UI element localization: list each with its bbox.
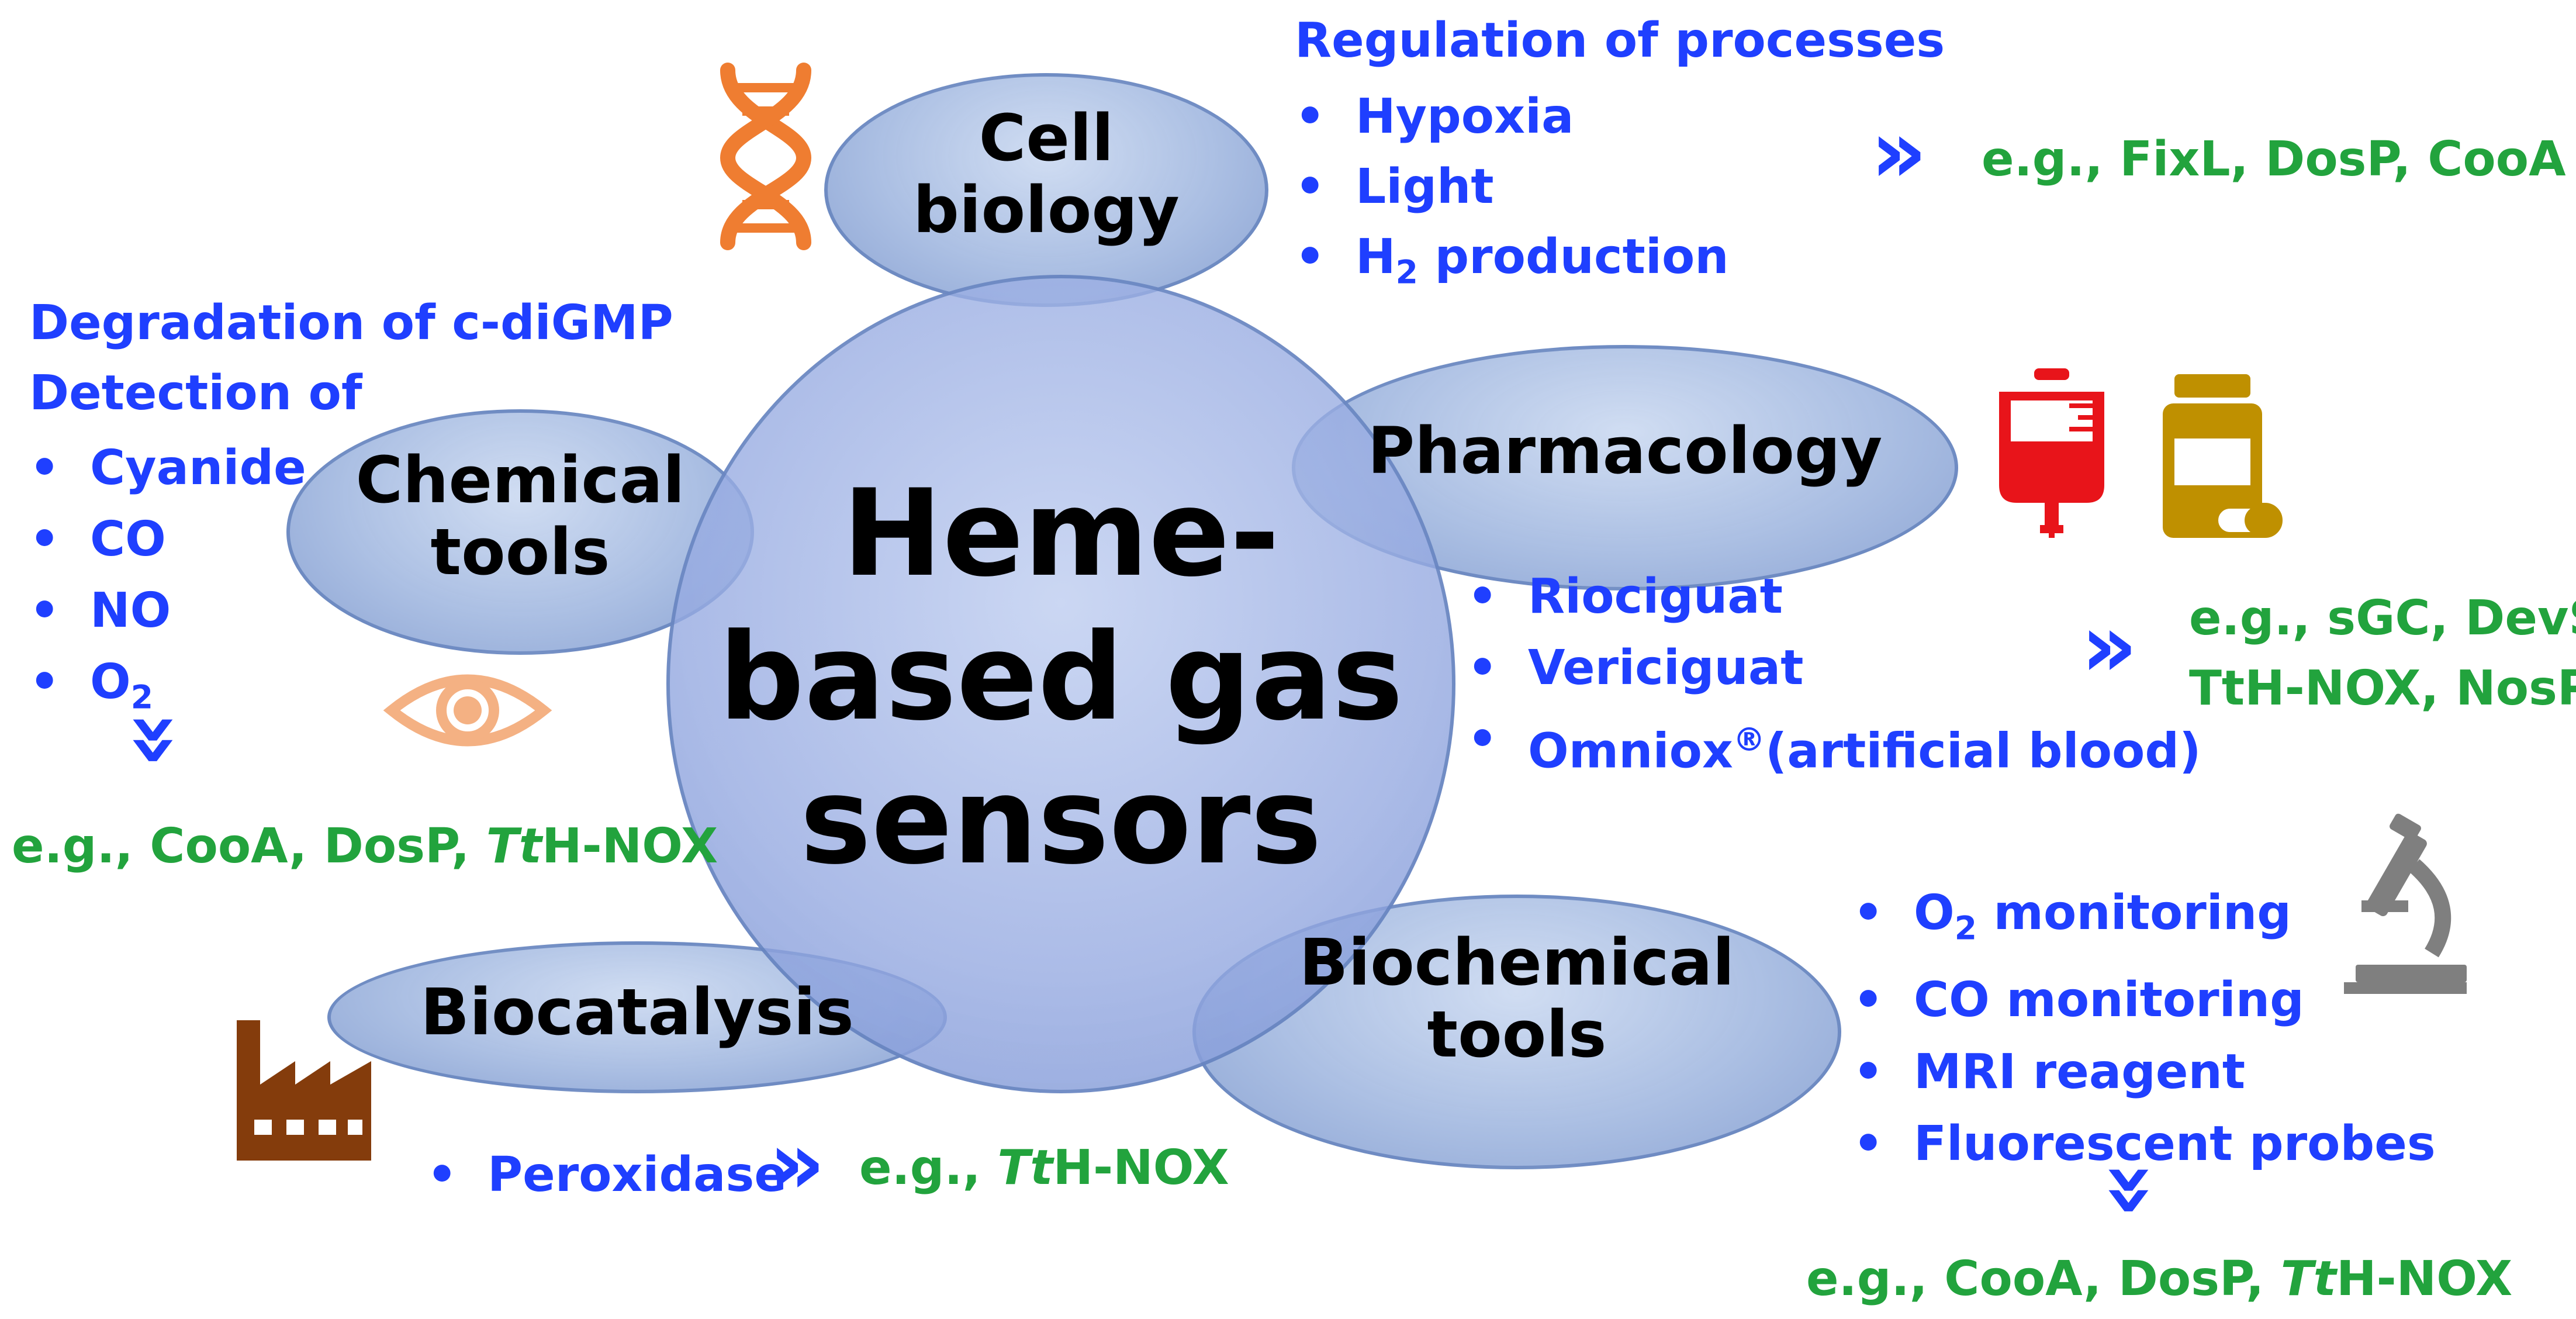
item-text: CO	[90, 512, 166, 567]
center-circle	[666, 275, 1455, 1093]
item-text: Omniox	[1528, 723, 1733, 779]
registered-mark: ®	[1733, 721, 1765, 758]
cell-biology-examples: e.g., FixL, DosP, CooA	[1982, 132, 2566, 187]
biocatalysis-list: Peroxidase	[427, 1140, 787, 1210]
biochemical-tools-line1: Biochemical	[1299, 925, 1735, 1000]
arrow-down-icon: »	[106, 711, 208, 768]
examples-suffix: H-NOX	[541, 819, 718, 874]
arrow-icon: »	[2081, 595, 2138, 697]
center-title: Heme- based gas sensors	[666, 462, 1455, 893]
list-item: Cyanide	[29, 433, 306, 504]
center-title-line1: Heme-	[842, 464, 1280, 603]
list-item: CO monitoring	[1853, 964, 2436, 1036]
chemical-tools-line1: Chemical	[355, 443, 685, 517]
item-text: (artificial blood)	[1765, 723, 2201, 779]
item-text: production	[1434, 229, 1729, 285]
chemical-tools-heading1: Degradation of c-diGMP	[29, 295, 673, 351]
list-item: O2 monitoring	[1853, 877, 2436, 964]
item-text: O	[1914, 885, 1955, 941]
item-text: MRI reagent	[1914, 1044, 2246, 1100]
center-title-line3: sensors	[800, 752, 1322, 891]
biochemical-tools-line2: tools	[1427, 997, 1607, 1072]
list-item: O2	[29, 647, 306, 733]
item-text: NO	[90, 583, 171, 638]
examples-prefix: e.g.,	[859, 1140, 998, 1196]
cell-biology-list: Hypoxia Light H2 production	[1295, 82, 1729, 307]
center-title-line2: based gas	[718, 608, 1403, 747]
chemical-tools-label: Chemical tools	[298, 444, 742, 588]
chemical-tools-line2: tools	[430, 515, 610, 590]
chemical-tools-list: Cyanide CO NO O2	[29, 433, 306, 733]
subscript: 2	[1954, 909, 1977, 947]
examples-italic: Tt	[486, 819, 542, 874]
item-text: Vericiguat	[1528, 640, 1804, 696]
biocatalysis-examples: e.g., TtH-NOX	[859, 1140, 1229, 1196]
list-item: Fluorescent probes	[1853, 1108, 2436, 1180]
list-item: Light	[1295, 152, 1729, 222]
item-text: monitoring	[1977, 885, 2291, 941]
list-item: Riociguat	[1467, 561, 2201, 633]
list-item: MRI reagent	[1853, 1036, 2436, 1108]
biocatalysis-label: Biocatalysis	[420, 975, 854, 1049]
cell-biology-line1: Cell	[978, 101, 1114, 175]
biochemical-tools-examples: e.g., CooA, DosP, TtH-NOX	[1806, 1251, 2512, 1307]
list-item: NO	[29, 575, 306, 647]
item-text: CO monitoring	[1914, 972, 2304, 1028]
cell-biology-line2: biology	[913, 172, 1180, 248]
factory-icon	[237, 1020, 371, 1161]
item-text: Peroxidase	[487, 1147, 787, 1203]
list-item: Hypoxia	[1295, 82, 1729, 152]
item-text: Light	[1356, 159, 1494, 215]
list-item: Vericiguat	[1467, 633, 2201, 704]
subscript: 2	[130, 678, 153, 716]
examples-italic: Tt	[997, 1140, 1053, 1196]
cell-biology-label: Cell biology	[824, 102, 1268, 246]
list-item: Omniox®(artificial blood)	[1467, 704, 2201, 787]
examples-prefix: e.g., CooA, DosP,	[12, 819, 486, 874]
blood-bag-icon	[1999, 368, 2104, 538]
list-item: Peroxidase	[427, 1140, 787, 1210]
arrow-icon: »	[1870, 101, 1927, 203]
pharmacology-label: Pharmacology	[1367, 413, 1883, 488]
item-text: Hypoxia	[1356, 89, 1574, 144]
subscript: 2	[1395, 253, 1418, 291]
pharmacology-list: Riociguat Vericiguat Omniox®(artificial …	[1467, 561, 2201, 787]
list-item: H2 production	[1295, 222, 1729, 307]
pharmacology-examples-line2: TtH-NOX, NosP	[2189, 661, 2576, 716]
examples-prefix: e.g., CooA, DosP,	[1806, 1251, 2281, 1307]
item-text: H	[1356, 229, 1396, 285]
examples-suffix: H-NOX	[2336, 1251, 2513, 1307]
biochemical-tools-label: Biochemical tools	[1192, 925, 1841, 1072]
pill-bottle-icon	[2163, 374, 2283, 538]
item-text: Cyanide	[90, 440, 306, 496]
pharmacology-examples-line1: e.g., sGC, DevS,	[2189, 591, 2576, 646]
dna-icon	[720, 63, 812, 250]
item-text: Fluorescent probes	[1914, 1116, 2436, 1172]
arrow-down-icon: »	[2081, 1161, 2184, 1218]
item-text: Riociguat	[1528, 569, 1783, 624]
examples-italic: Tt	[2280, 1251, 2336, 1307]
microscope-icon	[2344, 813, 2467, 994]
eye-icon	[383, 674, 552, 747]
chemical-tools-examples: e.g., CooA, DosP, TtH-NOX	[12, 819, 718, 874]
list-item: CO	[29, 504, 306, 575]
arrow-icon: »	[769, 1113, 825, 1214]
biochemical-tools-list: O2 monitoring CO monitoring MRI reagent …	[1853, 877, 2436, 1180]
examples-suffix: H-NOX	[1053, 1140, 1229, 1196]
cell-biology-heading: Regulation of processes	[1295, 13, 1945, 68]
chemical-tools-heading2: Detection of	[29, 365, 362, 421]
cell-biology-node	[824, 73, 1268, 307]
item-text: O	[90, 654, 131, 710]
